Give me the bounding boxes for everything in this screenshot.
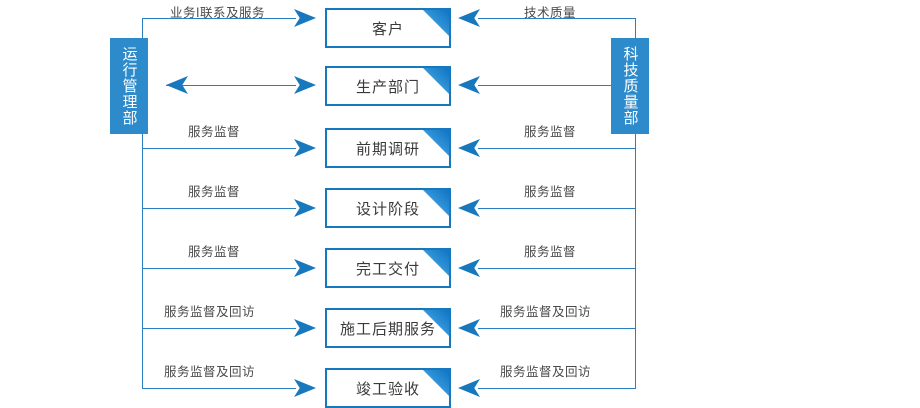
left-edge-caption-7: 服务监督及回访 xyxy=(164,364,256,379)
stage-node-label: 完工交付 xyxy=(355,259,420,278)
arrow-left-7 xyxy=(458,379,480,397)
stage-node-label: 竣工验收 xyxy=(355,379,420,398)
arrow-right-7 xyxy=(294,379,316,397)
left-edge-caption-6: 服务监督及回访 xyxy=(164,304,256,319)
department-right-label: 科技质量部 xyxy=(621,46,640,126)
right-edge-caption-4: 服务监督 xyxy=(524,184,577,199)
right-branch-line-4 xyxy=(478,208,636,209)
arrow-left-3 xyxy=(458,139,480,157)
department-left-label: 运行管理部 xyxy=(120,46,139,126)
right-edge-caption-7: 服务监督及回访 xyxy=(500,364,592,379)
left-edge-caption-1: 业务l联系及服务 xyxy=(170,5,265,20)
left-edge-caption-3: 服务监督 xyxy=(188,124,241,139)
right-branch-line-3 xyxy=(478,148,636,149)
arrow-right-3 xyxy=(294,139,316,157)
arrow-left-5 xyxy=(458,259,480,277)
right-branch-line-5 xyxy=(478,268,636,269)
stage-node-7[interactable]: 竣工验收 xyxy=(325,368,451,408)
left-bus-vertical-line xyxy=(142,18,143,388)
left-branch-line-6 xyxy=(142,328,296,329)
left-edge-caption-5: 服务监督 xyxy=(188,244,241,259)
department-box-technology-quality[interactable]: 科技质量部 xyxy=(611,38,649,134)
right-branch-line-1 xyxy=(478,18,636,19)
left-branch-line-3 xyxy=(142,148,296,149)
right-bus-vertical-line xyxy=(635,18,636,388)
left-branch-line-5 xyxy=(142,268,296,269)
arrow-left-1 xyxy=(458,9,480,27)
arrow-right-2 xyxy=(294,76,316,94)
arrow-right-1 xyxy=(294,9,316,27)
stage-node-label: 前期调研 xyxy=(355,139,420,158)
stage-node-2[interactable]: 生产部门 xyxy=(325,66,451,106)
right-edge-caption-1: 技术质量 xyxy=(524,5,577,20)
arrow-left-2 xyxy=(458,76,480,94)
left-branch-line-4 xyxy=(142,208,296,209)
stage-node-5[interactable]: 完工交付 xyxy=(325,248,451,288)
left-branch-line-2 xyxy=(166,85,296,86)
arrow-right-5 xyxy=(294,259,316,277)
stage-node-3[interactable]: 前期调研 xyxy=(325,128,451,168)
right-edge-caption-6: 服务监督及回访 xyxy=(500,304,592,319)
arrow-right-4 xyxy=(294,199,316,217)
stage-node-1[interactable]: 客户 xyxy=(325,8,451,48)
stage-node-label: 施工后期服务 xyxy=(339,319,436,338)
stage-node-label: 设计阶段 xyxy=(355,199,420,218)
stage-node-label: 客户 xyxy=(371,19,404,38)
right-edge-caption-5: 服务监督 xyxy=(524,244,577,259)
arrow-right-6 xyxy=(294,319,316,337)
right-branch-line-6 xyxy=(478,328,636,329)
right-branch-line-2 xyxy=(478,85,636,86)
stage-node-4[interactable]: 设计阶段 xyxy=(325,188,451,228)
left-branch-line-1 xyxy=(142,18,296,19)
arrow-left-4 xyxy=(458,199,480,217)
arrow-left-6 xyxy=(458,319,480,337)
left-branch-line-7 xyxy=(142,388,296,389)
stage-node-6[interactable]: 施工后期服务 xyxy=(325,308,451,348)
left-edge-caption-4: 服务监督 xyxy=(188,184,241,199)
right-branch-line-7 xyxy=(478,388,636,389)
right-edge-caption-3: 服务监督 xyxy=(524,124,577,139)
stage-node-label: 生产部门 xyxy=(355,77,420,96)
department-box-operations[interactable]: 运行管理部 xyxy=(110,38,148,134)
